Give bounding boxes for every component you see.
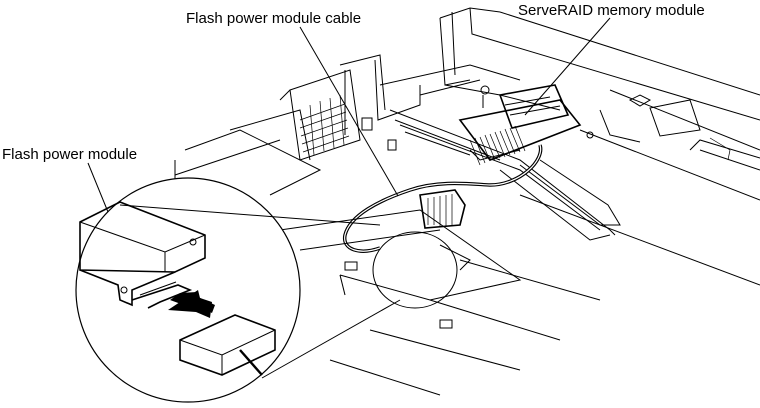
detail-zoom [75,177,401,403]
callout-serveraid-memory-module: ServeRAID memory module [518,2,705,19]
insert-arrow [168,290,215,318]
callout-flash-power-module-cable: Flash power module cable [186,10,362,27]
cable-connector [361,117,466,229]
dimm-slots [389,109,621,241]
chassis [329,7,760,396]
raid-card [458,84,594,166]
flash-power-module-cable [343,144,543,253]
callout-flash-power-module: Flash power module [2,146,138,163]
battery-tray [279,209,522,329]
callout-leaders [87,17,611,213]
flash-module-block [179,314,276,376]
flash-power-module [79,201,206,309]
